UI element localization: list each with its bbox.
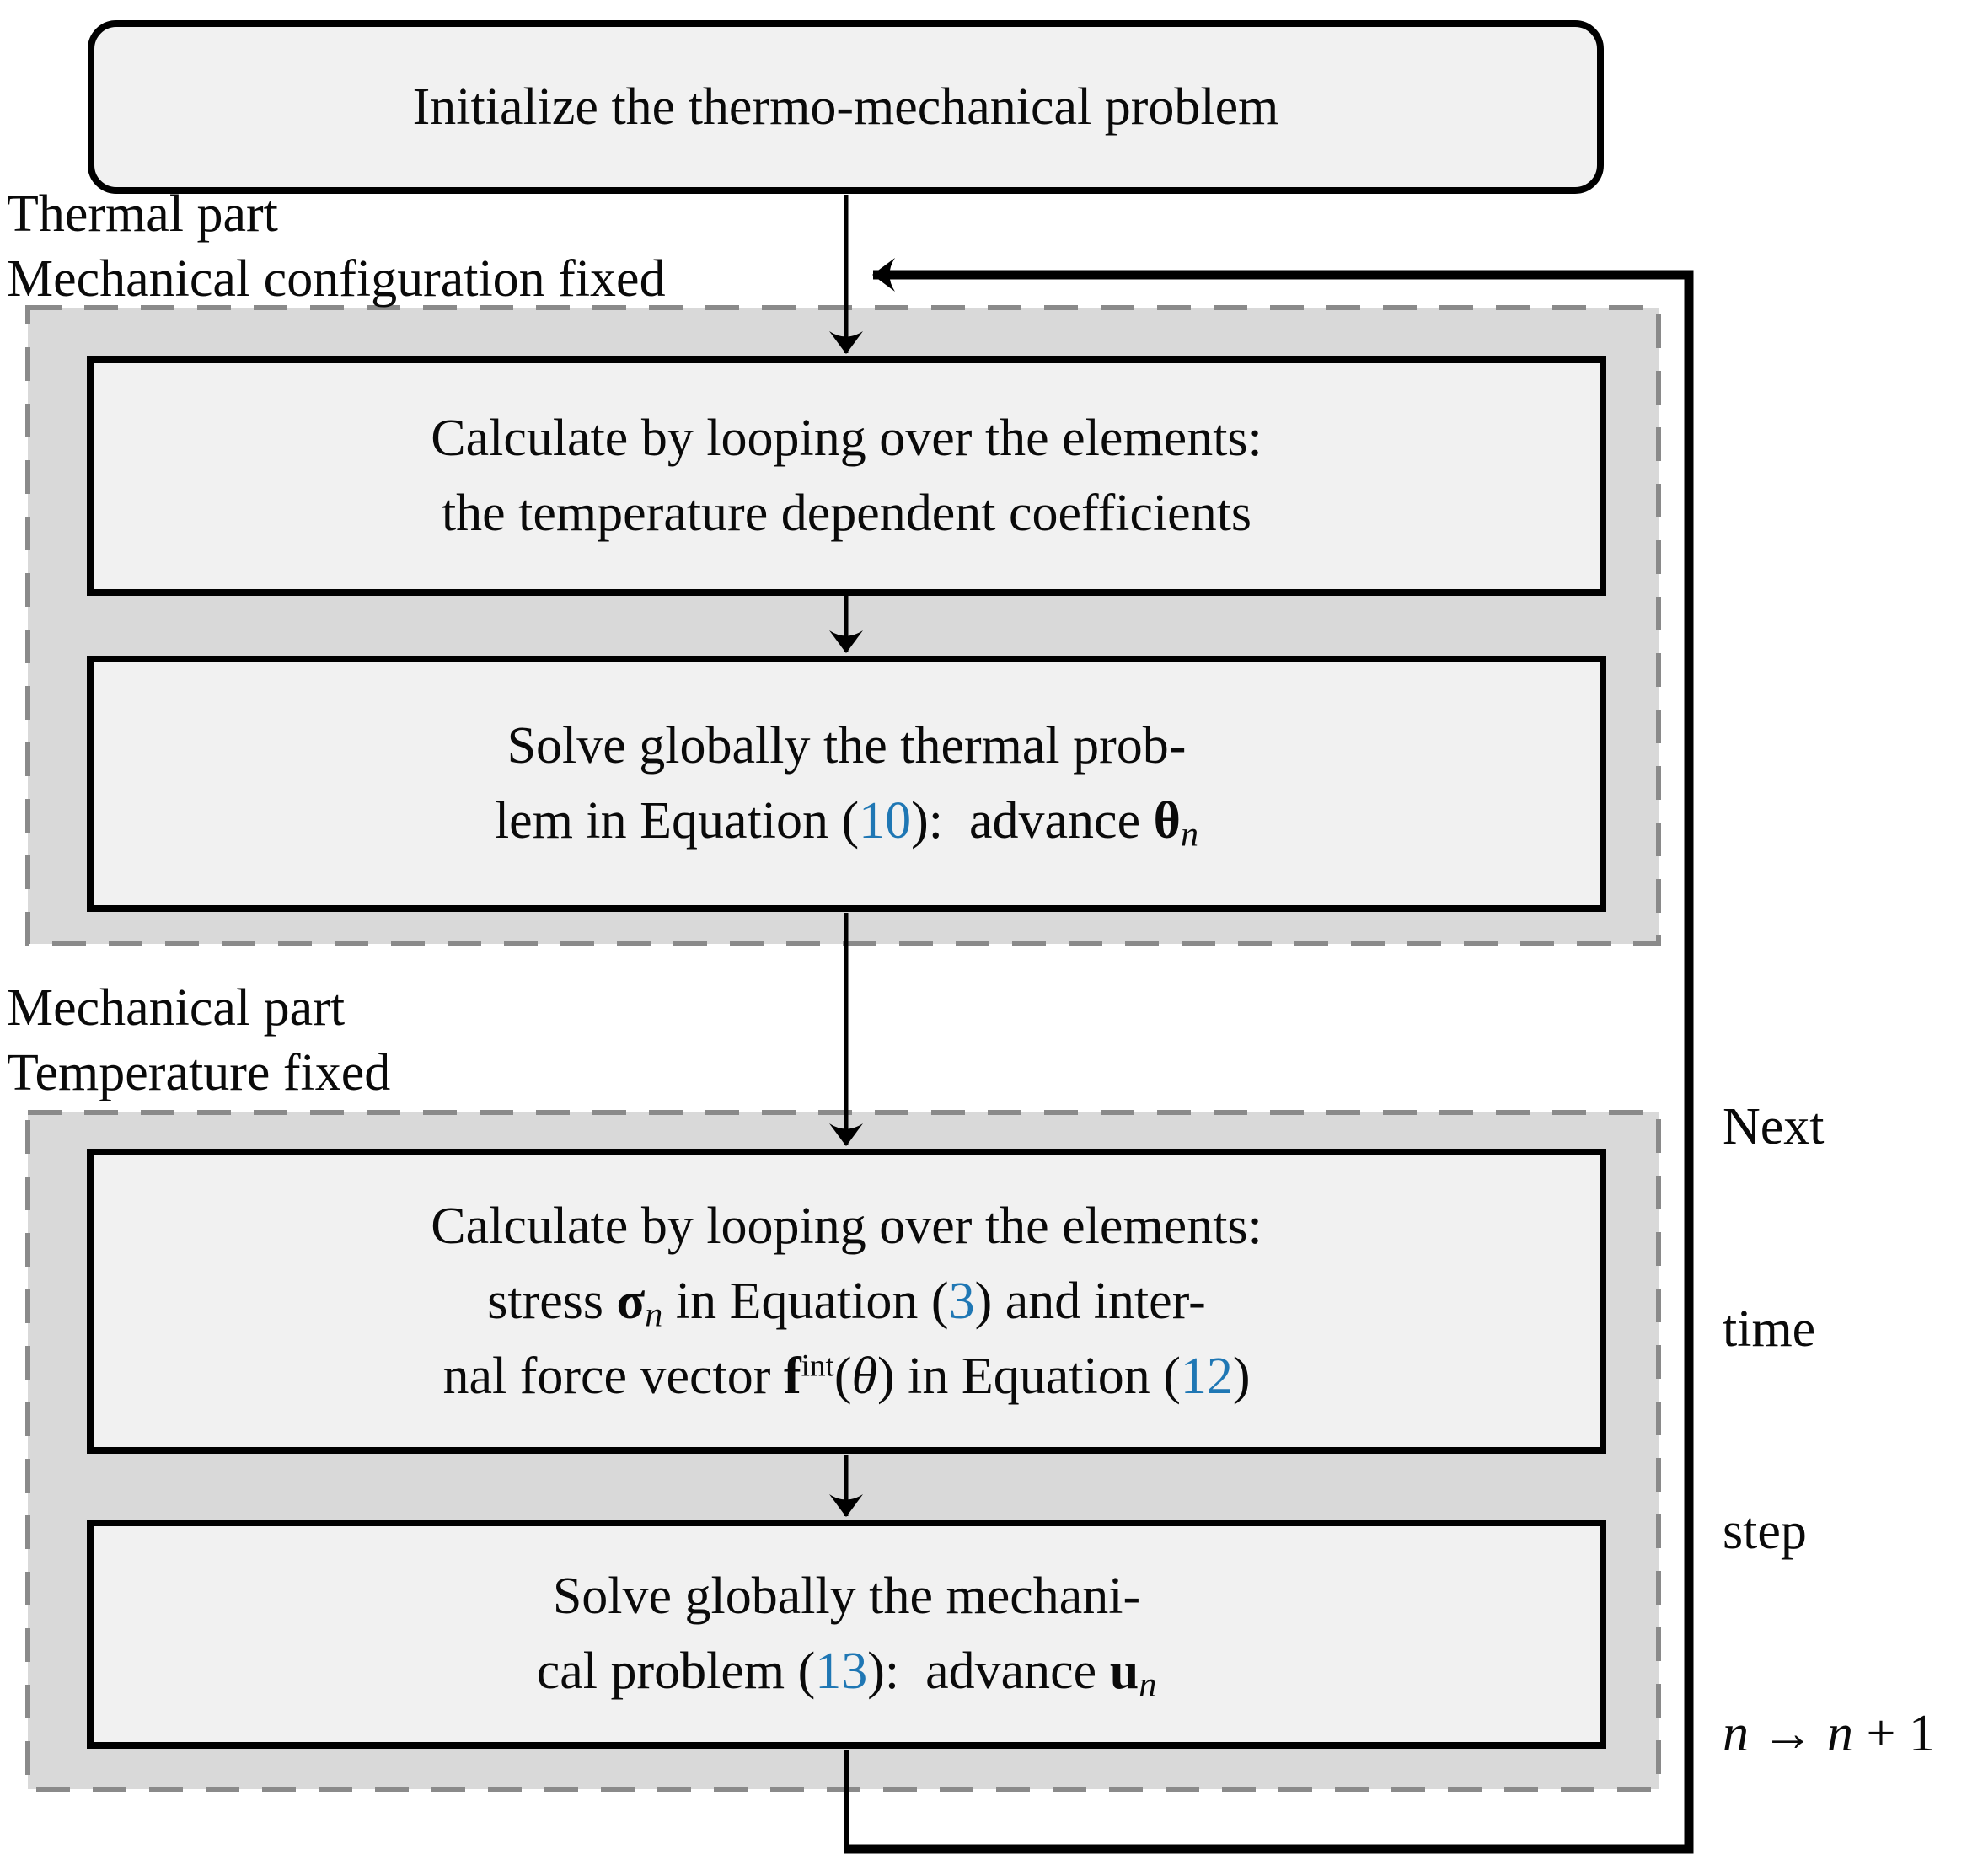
calc-coefficients-line1: Calculate by looping over the elements:: [431, 410, 1262, 467]
sigma-symbol: σ: [616, 1272, 646, 1330]
loop-feedback-line: [844, 258, 1694, 1854]
equation-3-reference: 3: [948, 1272, 975, 1330]
thermal-section-label-line2: Mechanical configuration fixed: [7, 250, 666, 308]
sigma-subscript-n: n: [645, 1294, 663, 1334]
theta-symbol: θ: [1153, 792, 1181, 850]
mechanical-section-label-line2: Temperature fixed: [7, 1044, 391, 1101]
calc-coefficients-line2: the temperature dependent coefficients: [441, 485, 1252, 542]
equation-12-reference: 12: [1180, 1347, 1233, 1405]
theta-argument: θ: [851, 1347, 877, 1405]
next-time-step-line2: time: [1723, 1300, 1816, 1358]
equation-13-reference: 13: [815, 1643, 868, 1700]
thermal-section-label: Thermal part Mechanical configuration fi…: [7, 182, 666, 312]
init-box-label: Initialize the thermo-mechanical problem: [412, 78, 1279, 136]
maps-to-arrow: →: [1749, 1705, 1827, 1762]
solve-thermal-line2: lem in Equation (10): advance θn: [494, 792, 1199, 855]
theta-subscript-n: n: [1180, 814, 1199, 855]
solve-mechanical-line1: Solve globally the mechani-: [552, 1568, 1141, 1625]
calc-stress-box: Calculate by looping over the elements: …: [87, 1149, 1606, 1454]
displacement-subscript-n: n: [1139, 1664, 1157, 1705]
displacement-symbol: u: [1109, 1643, 1139, 1700]
next-time-step-line1: Next: [1723, 1098, 1825, 1155]
solve-thermal-line1: Solve globally the thermal prob-: [506, 717, 1187, 775]
equation-10-reference: 10: [859, 792, 912, 850]
mechanical-section-label: Mechanical part Temperature fixed: [7, 976, 390, 1106]
force-vector-symbol: f: [783, 1347, 801, 1405]
calc-coefficients-box: Calculate by looping over the elements: …: [87, 356, 1606, 596]
next-time-step-line3: step: [1723, 1503, 1807, 1560]
calc-stress-line1: Calculate by looping over the elements:: [431, 1197, 1262, 1255]
thermal-section-label-line1: Thermal part: [7, 185, 278, 243]
mechanical-section-label-line1: Mechanical part: [7, 979, 346, 1037]
init-box: Initialize the thermo-mechanical problem: [88, 20, 1604, 194]
force-vector-superscript-int: int: [801, 1348, 834, 1384]
solve-mechanical-line2: cal problem (13): advance un: [536, 1643, 1157, 1705]
next-time-step-math: n → n + 1: [1723, 1705, 1935, 1762]
calc-stress-line3: nal force vector fint(θ) in Equation (12…: [442, 1347, 1251, 1405]
solve-thermal-box: Solve globally the thermal prob- lem in …: [87, 656, 1606, 912]
solve-mechanical-box: Solve globally the mechani- cal problem …: [87, 1520, 1606, 1749]
calc-stress-line2: stress σn in Equation (3) and inter-: [487, 1272, 1206, 1334]
next-time-step-label: Next time step n → n + 1: [1723, 958, 1935, 1876]
